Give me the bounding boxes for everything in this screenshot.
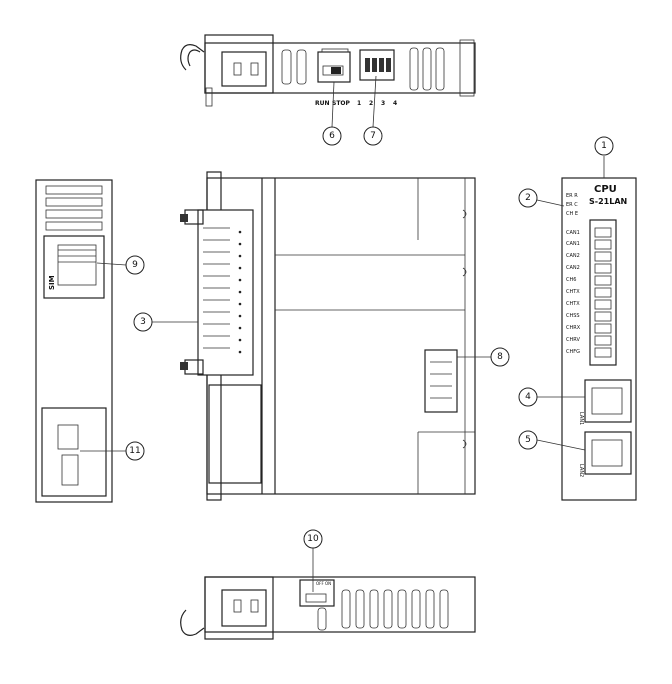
- callout-6: 6: [322, 126, 342, 146]
- run-label: RUN: [315, 100, 330, 107]
- terminal-label: CH6: [566, 277, 576, 283]
- callout-3: 3: [133, 312, 153, 332]
- callout-4: 4: [518, 387, 538, 407]
- cpu-title: CPU: [594, 184, 617, 195]
- svg-text:2: 2: [525, 193, 531, 203]
- side-view-center: [152, 171, 491, 501]
- led-label-3: CH E: [566, 211, 578, 217]
- svg-text:11: 11: [129, 446, 140, 456]
- svg-text:1: 1: [601, 141, 607, 151]
- led-label-1: ER R: [566, 193, 578, 199]
- callout-8: 8: [490, 347, 510, 367]
- top-view: RUN STOP 1 2 3 4: [180, 34, 476, 128]
- callout-2: 2: [518, 188, 538, 208]
- dip-number-3: 3: [381, 100, 385, 107]
- callout-5: 5: [518, 430, 538, 450]
- svg-text:4: 4: [525, 392, 531, 402]
- lan1-label: LAN1: [578, 412, 584, 425]
- cpu-model: S-21LAN: [589, 197, 627, 206]
- terminal-label: CAN2: [566, 253, 580, 259]
- callout-9: 9: [125, 255, 145, 275]
- terminal-label: CAN2: [566, 265, 580, 271]
- lan2-label: LAN2: [578, 464, 584, 477]
- dip-number-1: 1: [357, 100, 361, 107]
- callout-7: 7: [363, 126, 383, 146]
- svg-text:8: 8: [497, 352, 503, 362]
- side-view-left: SIM: [35, 179, 127, 503]
- callout-11: 11: [125, 441, 145, 461]
- callout-10: 10: [303, 529, 323, 549]
- terminal-label: CAN1: [566, 241, 580, 247]
- dip-number-4: 4: [393, 100, 397, 107]
- callout-1: 1: [594, 136, 614, 156]
- svg-text:6: 6: [329, 131, 335, 141]
- terminal-label: CHTX: [566, 289, 580, 295]
- terminal-label: CHRX: [566, 325, 581, 331]
- terminal-label: CAN1: [566, 230, 580, 236]
- led-label-2: ER C: [566, 202, 578, 208]
- sim-label: SIM: [48, 275, 56, 290]
- terminal-label: CHTX: [566, 301, 580, 307]
- terminal-label: CHFG: [566, 349, 580, 355]
- bottom-view: OFF ON: [180, 548, 476, 640]
- side-view-right: CPU S-21LAN ER R ER C CH E CAN1 CAN1 CAN…: [536, 156, 637, 501]
- terminal-label: CHSS: [566, 313, 580, 319]
- svg-text:7: 7: [370, 131, 376, 141]
- terminal-label: CHRV: [566, 337, 580, 343]
- svg-text:10: 10: [307, 534, 319, 544]
- svg-text:5: 5: [525, 435, 531, 445]
- svg-text:3: 3: [140, 317, 146, 327]
- terminal-labels: CAN1 CAN1 CAN2 CAN2 CH6 CHTX CHTX CHSS C…: [566, 230, 581, 355]
- dip-number-2: 2: [369, 100, 373, 107]
- stop-label: STOP: [332, 100, 351, 107]
- svg-text:9: 9: [132, 260, 138, 270]
- switch-label: OFF ON: [316, 581, 331, 586]
